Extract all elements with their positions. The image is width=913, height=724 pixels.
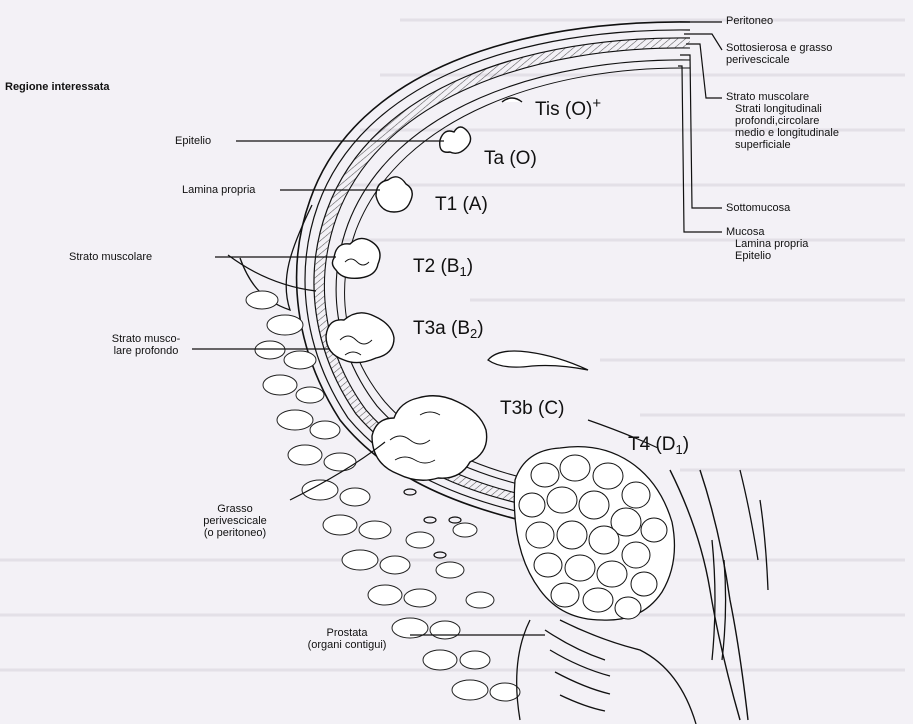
organ-fold [487,350,589,371]
stage-t2-label: T2 (B1) [413,256,474,279]
background-texture [0,18,905,672]
label-sottomucosa: Sottomucosa [726,202,791,214]
label-strato-muscolare-profondo: Strato musco- lare profondo [111,333,181,357]
prostate [516,469,769,724]
stage-t3b-label: T3b (C) [500,398,565,419]
stage-ta-label: Ta (O) [484,148,537,169]
tumor-t1 [375,176,413,213]
organ-fold-line [587,419,659,449]
perivesical-fat [245,290,521,702]
stage-t3a-label: T3a (B2) [413,318,484,341]
label-grasso-perivescicale: Grasso perivescicale (o peritoneo) [203,503,267,539]
tumor-tis [501,97,523,103]
tumor-ta [439,126,472,155]
peritoneal-fold [239,204,313,312]
label-sottosierosa: Sottosierosa e grasso perivescicale [726,42,833,66]
diagram-title: Regione interessata [5,81,110,93]
label-mucosa: Mucosa Lamina propria Epitelio [726,226,809,262]
tumor-lesions [325,97,523,481]
label-peritoneo: Peritoneo [726,15,774,27]
tumor-t3b [371,395,488,481]
tumor-t4 [513,445,676,621]
label-epitelio: Epitelio [175,135,212,147]
label-lamina-propria: Lamina propria [182,184,256,196]
label-prostata: Prostata (organi contigui) [307,627,387,651]
tumor-t3a [325,312,395,364]
stage-tis-label: Tis (O)+ [535,95,602,120]
stage-t4-label: T4 (D1) [628,434,690,457]
leader-lines [192,21,723,636]
stage-t1-label: T1 (A) [435,194,488,215]
tumor-t2 [331,237,381,280]
vessels [403,488,462,559]
label-strato-muscolare-right: Strato muscolare Strati longitudinali pr… [726,91,839,151]
label-strato-muscolare: Strato muscolare [69,251,153,263]
